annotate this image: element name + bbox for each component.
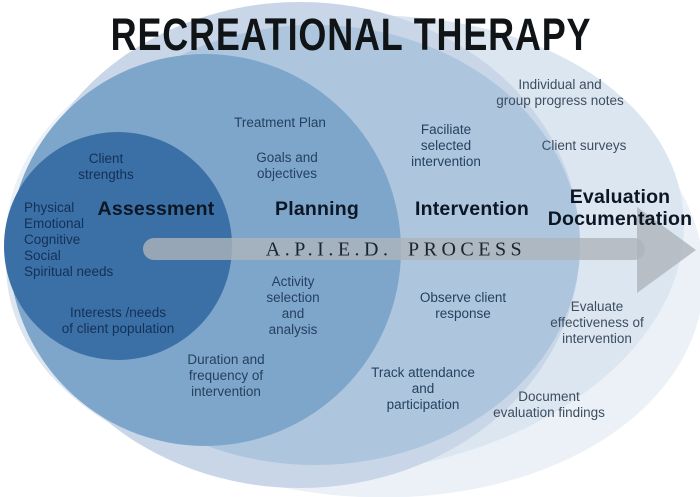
process-arrow-icon <box>143 207 696 293</box>
zone-label-intervention: Intervention <box>415 198 529 220</box>
note-document-findings: Document evaluation findings <box>493 389 605 420</box>
page-title: RECREATIONAL THERAPY <box>110 9 592 60</box>
zone-label-assessment: Assessment <box>97 198 215 220</box>
note-duration-frequency: Duration and frequency of intervention <box>187 352 265 399</box>
note-progress-notes: Individual and group progress notes <box>496 77 624 108</box>
note-treatment-plan: Treatment Plan <box>234 115 326 130</box>
note-evaluate-effectiveness: Evaluate effectiveness of intervention <box>550 299 644 346</box>
zone-label-planning: Planning <box>275 198 359 220</box>
note-goals-objectives: Goals and objectives <box>256 150 318 181</box>
note-observe-response: Observe client response <box>419 290 507 321</box>
note-client-strengths: Client strengths <box>78 151 134 182</box>
assessment-circle <box>4 132 232 360</box>
note-needs-list: Physical Emotional Cognitive Social Spir… <box>24 200 114 279</box>
apied-process-label: A.P.I.E.D. PROCESS <box>265 238 527 261</box>
zone-label-evaluation-documentation: Evaluation Documentation <box>547 186 693 230</box>
note-facilitate-intervention: Faciliate selected intervention <box>411 122 481 169</box>
note-track-attendance: Track attendance and participation <box>371 365 475 412</box>
note-client-surveys: Client surveys <box>541 138 627 153</box>
note-activity-selection: Activity selection and analysis <box>266 274 320 337</box>
note-interests-needs: Interests /needs of client population <box>61 305 175 336</box>
